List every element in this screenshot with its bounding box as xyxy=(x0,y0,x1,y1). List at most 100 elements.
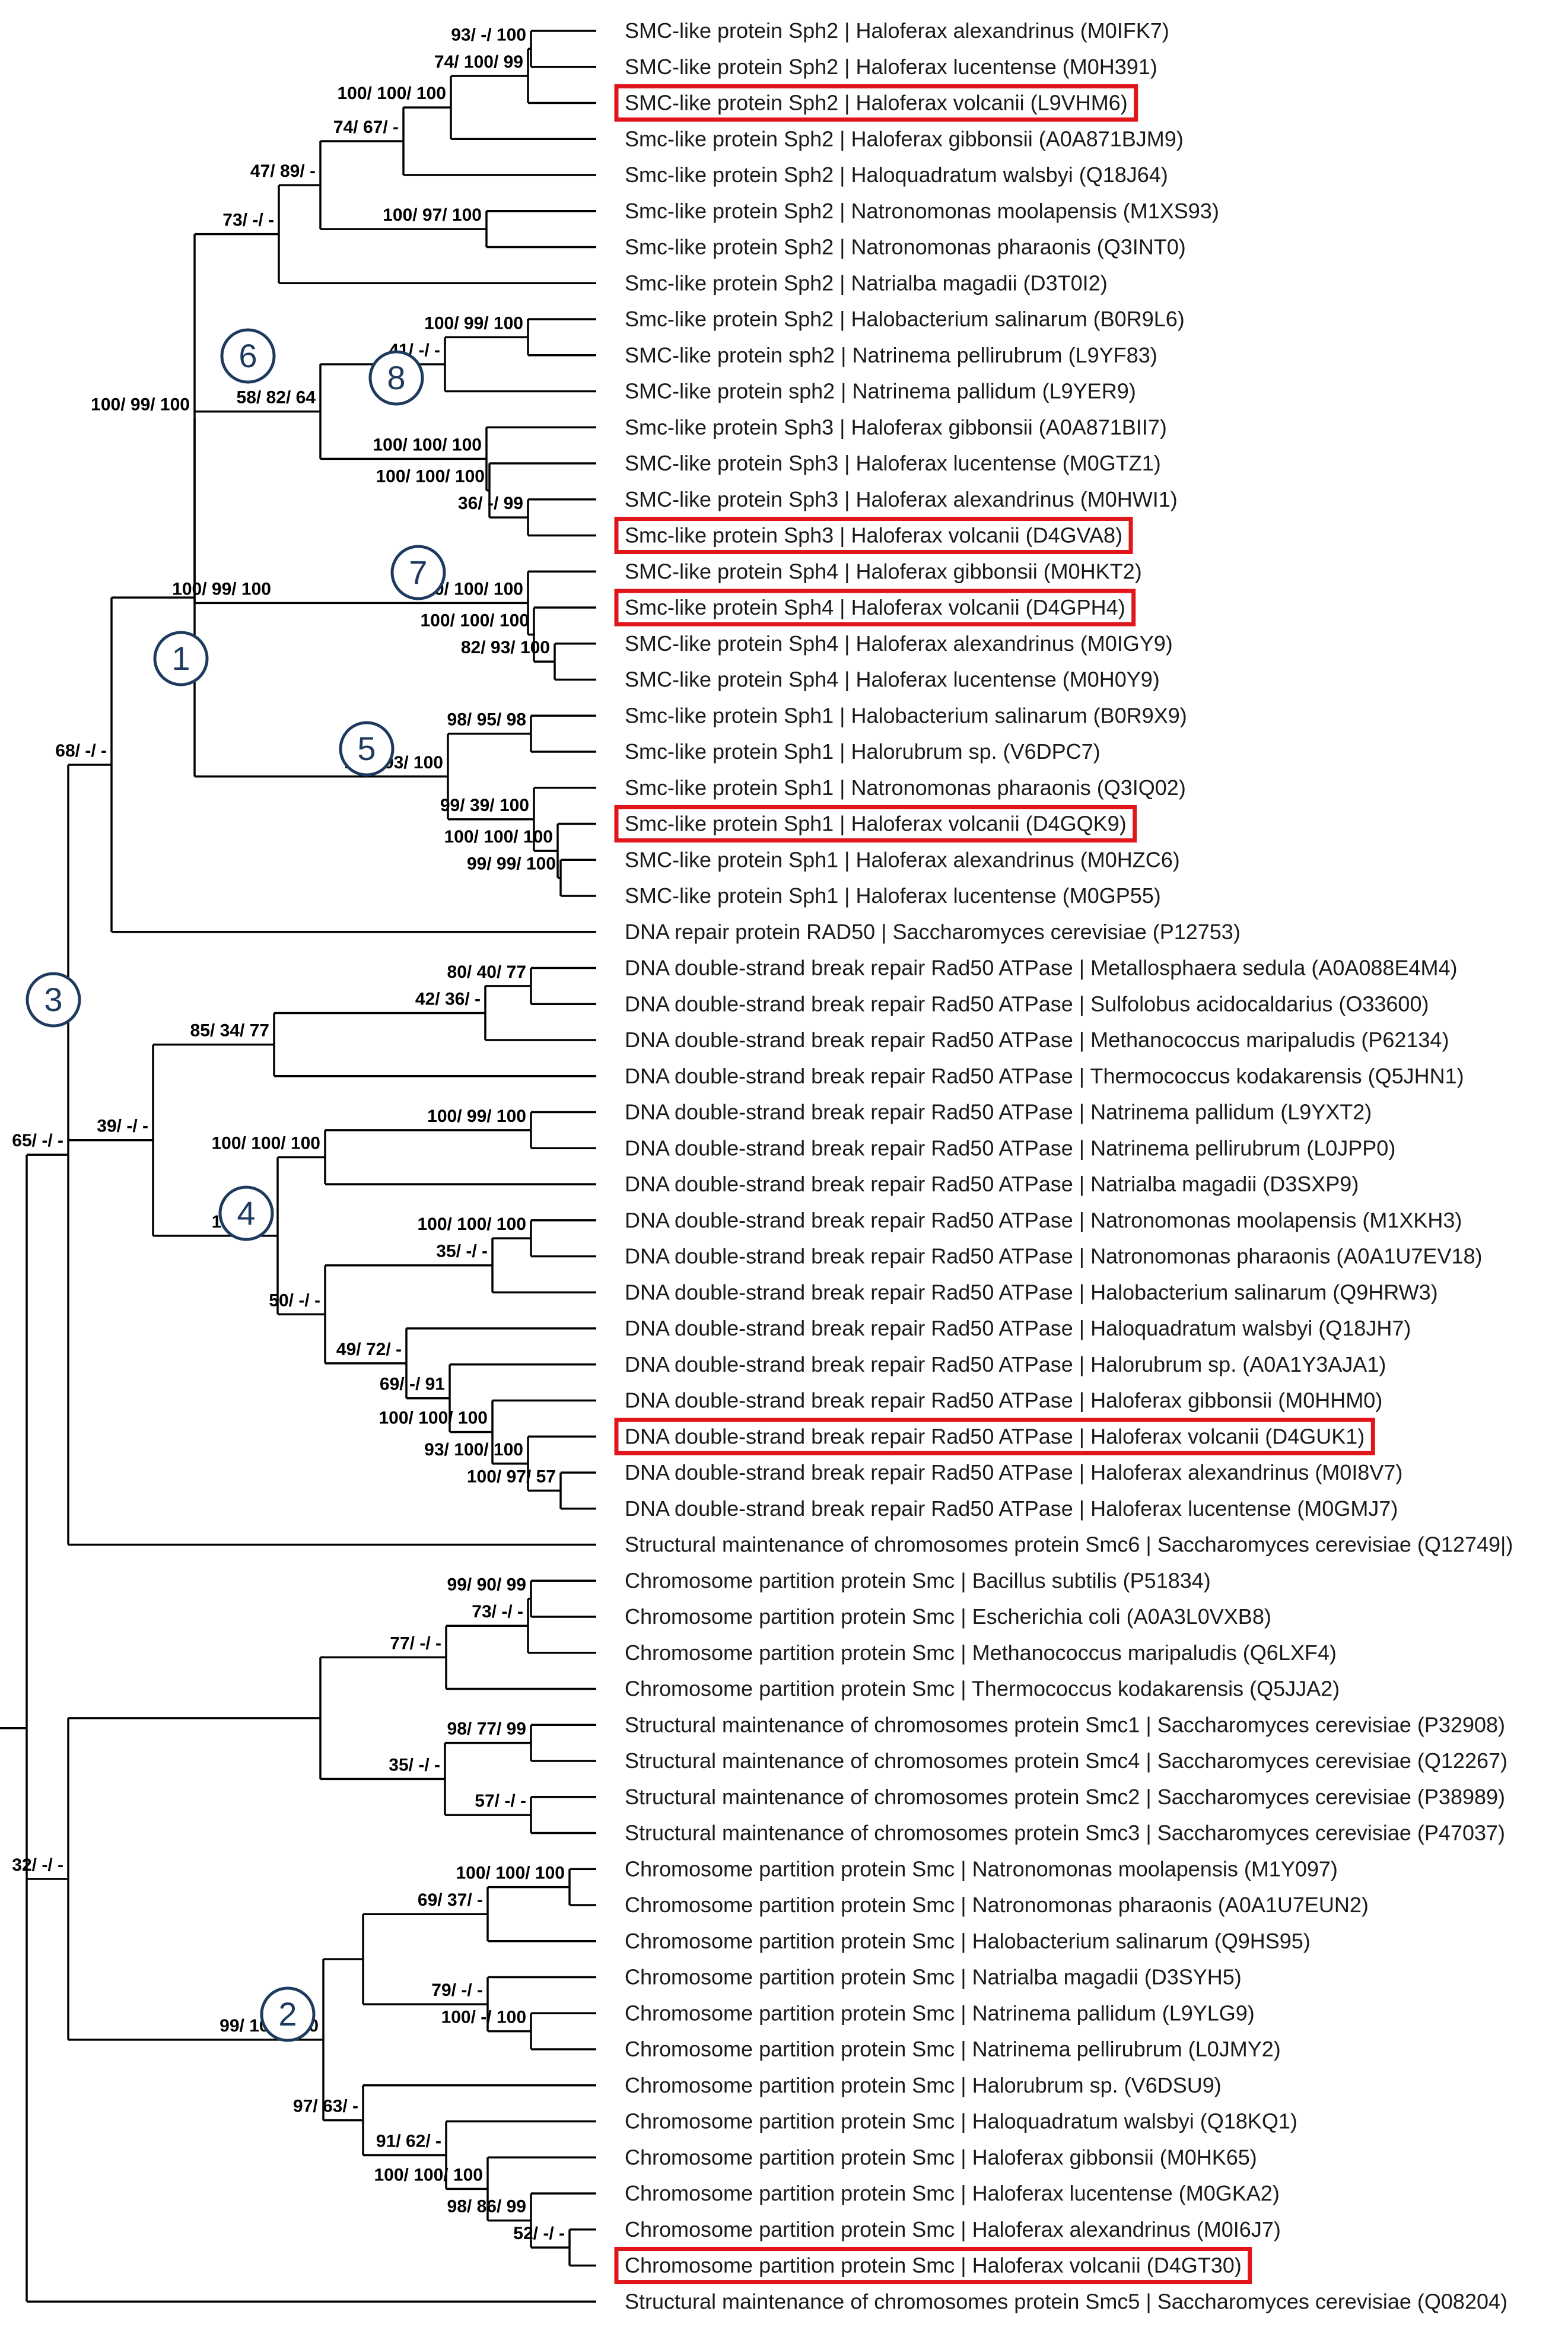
leaf-label: Structural maintenance of chromosomes pr… xyxy=(625,1785,1505,1809)
support-value: 52/ -/ - xyxy=(513,2224,565,2243)
leaf-label: Smc-like protein Sph2 | Natrialba magadi… xyxy=(625,271,1108,295)
leaf-label: Chromosome partition protein Smc | Metha… xyxy=(625,1640,1337,1665)
support-value: 98/ 86/ 99 xyxy=(447,2197,526,2217)
leaf-label: DNA double-strand break repair Rad50 ATP… xyxy=(625,956,1457,980)
leaf-label: DNA double-strand break repair Rad50 ATP… xyxy=(625,1136,1395,1160)
leaf-label: DNA double-strand break repair Rad50 ATP… xyxy=(625,1028,1449,1052)
support-value: 100/ 100/ 100 xyxy=(373,435,482,454)
support-value: 74/ 100/ 99 xyxy=(434,52,523,72)
highlight-box xyxy=(614,1417,1375,1455)
support-value: 100/ 100/ 100 xyxy=(444,827,553,847)
support-value: 100/ 100/ 100 xyxy=(337,84,446,103)
support-value: 69/ -/ 91 xyxy=(380,1375,445,1394)
support-value: 100/ 97/ 100 xyxy=(383,205,482,225)
highlight-box xyxy=(614,805,1137,842)
clade-number: 1 xyxy=(171,640,190,677)
support-value: 97/ 63/ - xyxy=(293,2097,358,2116)
clade-number: 5 xyxy=(357,730,376,767)
leaf-label: DNA double-strand break repair Rad50 ATP… xyxy=(625,1280,1438,1304)
leaf-label: Structural maintenance of chromosomes pr… xyxy=(625,1712,1505,1737)
support-value: 49/ 72/ - xyxy=(336,1340,402,1359)
leaf-label: DNA double-strand break repair Rad50 ATP… xyxy=(625,1208,1462,1232)
support-value: 100/ 99/ 100 xyxy=(424,313,523,333)
support-value: 100/ 100/ 100 xyxy=(456,1864,565,1883)
leaf-label: Chromosome partition protein Smc | Natro… xyxy=(625,1893,1369,1917)
clade-circle xyxy=(260,1986,316,2042)
leaf-label: Chromosome partition protein Smc | Therm… xyxy=(625,1677,1340,1701)
leaf-label: DNA double-strand break repair Rad50 ATP… xyxy=(625,1460,1402,1484)
leaf-label: SMC-like protein Sph1 | Haloferax alexan… xyxy=(625,847,1180,872)
tree-branches xyxy=(0,30,596,2303)
support-value: 100/ 99/ 100 xyxy=(172,579,271,599)
support-value: 73/ -/ - xyxy=(472,1602,523,1622)
clade-marker: 8 xyxy=(368,350,424,406)
support-value: 100/ 100/ 100 xyxy=(374,2165,483,2185)
leaf-label: Smc-like protein Sph3 | Haloferax volcan… xyxy=(625,523,1122,548)
leaf-label: Chromosome partition protein Smc | Bacil… xyxy=(625,1568,1211,1592)
support-value: 58/ 82/ 64 xyxy=(237,388,316,408)
leaf-label: SMC-like protein Sph4 | Haloferax alexan… xyxy=(625,631,1173,656)
leaf-label: Chromosome partition protein Smc | Halof… xyxy=(625,2181,1280,2205)
leaf-label: Smc-like protein Sph3 | Haloferax gibbon… xyxy=(625,415,1167,439)
leaf-label: Smc-like protein Sph1 | Halorubrum sp. (… xyxy=(625,739,1101,764)
leaf-label: Smc-like protein Sph1 | Natronomonas pha… xyxy=(625,775,1186,800)
support-value: 100/ 100/ 100 xyxy=(376,467,485,487)
clade-circle xyxy=(220,328,276,384)
clade-marker: 6 xyxy=(220,328,276,384)
support-value: 100/ 100/ 100 xyxy=(417,1214,526,1234)
support-value: 85/ 34/ 77 xyxy=(190,1021,269,1041)
leaf-label: Smc-like protein Sph2 | Halobacterium sa… xyxy=(625,307,1185,331)
support-value: 93/ -/ 100 xyxy=(451,25,526,44)
clade-circle xyxy=(218,1185,274,1241)
clade-marker: 7 xyxy=(390,545,446,600)
support-value: 82/ 93/ 100 xyxy=(461,638,550,657)
clade-circle xyxy=(26,972,81,1028)
support-value: 65/ -/ - xyxy=(12,1131,63,1150)
support-value: 100/ 97/ 57 xyxy=(467,1467,556,1486)
leaf-label: Smc-like protein Sph1 | Halobacterium sa… xyxy=(625,703,1187,727)
highlight-box xyxy=(614,517,1133,554)
clade-number: 2 xyxy=(278,1995,297,2033)
support-value: 42/ 36/ - xyxy=(415,989,481,1009)
clade-marker: 3 xyxy=(26,972,81,1028)
leaf-label: Chromosome partition protein Smc | Esche… xyxy=(625,1604,1271,1629)
leaf-label: Structural maintenance of chromosomes pr… xyxy=(625,2289,1507,2313)
support-value: 50/ -/ - xyxy=(269,1290,320,1310)
clade-circle xyxy=(153,631,209,686)
leaf-label: Structural maintenance of chromosomes pr… xyxy=(625,1821,1505,1845)
leaf-label: SMC-like protein Sph3 | Haloferax lucent… xyxy=(625,451,1161,475)
leaf-label: DNA double-strand break repair Rad50 ATP… xyxy=(625,991,1429,1016)
support-value: 100/ 100/ 100 xyxy=(211,1133,320,1153)
support-value: 93/ 100/ 100 xyxy=(424,1440,523,1460)
clade-marker: 4 xyxy=(218,1185,274,1241)
leaf-label: Structural maintenance of chromosomes pr… xyxy=(625,1533,1513,1557)
support-value: 99/ 90/ 99 xyxy=(447,1575,526,1595)
leaf-label: DNA double-strand break repair Rad50 ATP… xyxy=(625,1064,1464,1088)
leaf-label: SMC-like protein Sph2 | Haloferax lucent… xyxy=(625,55,1157,79)
leaf-label: SMC-like protein sph2 | Natrinema pallid… xyxy=(625,379,1136,403)
leaf-label: DNA double-strand break repair Rad50 ATP… xyxy=(625,1388,1382,1413)
support-value: 99/ 99/ 100 xyxy=(467,854,556,874)
leaf-label: Structural maintenance of chromosomes pr… xyxy=(625,1748,1507,1773)
support-value: 100/ -/ 100 xyxy=(441,2008,526,2027)
support-value: 79/ -/ - xyxy=(431,1980,483,2000)
leaf-label: DNA double-strand break repair Rad50 ATP… xyxy=(625,1496,1398,1521)
clade-number: 3 xyxy=(44,981,62,1018)
clade-circle xyxy=(390,545,446,600)
leaf-label: Chromosome partition protein Smc | Natri… xyxy=(625,1965,1242,1989)
leaf-label: SMC-like protein Sph3 | Haloferax alexan… xyxy=(625,487,1178,511)
leaf-label: Chromosome partition protein Smc | Natri… xyxy=(625,2037,1281,2061)
support-value: 99/ 39/ 100 xyxy=(440,796,529,815)
support-value: 57/ -/ - xyxy=(475,1791,526,1811)
support-value: 80/ 40/ 77 xyxy=(447,962,526,982)
leaf-label: SMC-like protein Sph4 | Haloferax lucent… xyxy=(625,667,1160,692)
clade-circle xyxy=(368,350,424,406)
support-value: 77/ -/ - xyxy=(390,1633,441,1653)
leaf-label: SMC-like protein sph2 | Natrinema pellir… xyxy=(625,343,1157,367)
clade-marker: 5 xyxy=(339,721,395,777)
leaf-label: Smc-like protein Sph2 | Haloquadratum wa… xyxy=(625,163,1168,187)
highlight-box xyxy=(614,2247,1252,2284)
leaf-label: DNA double-strand break repair Rad50 ATP… xyxy=(625,1352,1386,1376)
support-value: 47/ 89/ - xyxy=(250,161,316,181)
